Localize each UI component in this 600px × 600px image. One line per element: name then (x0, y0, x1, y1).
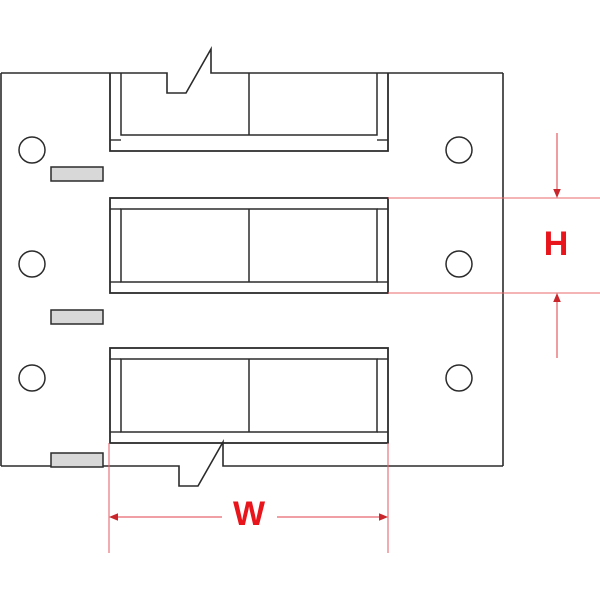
registration-slots-group (50, 166, 104, 468)
registration-slot-3 (50, 452, 104, 468)
break-line-bottom-icon (172, 438, 250, 487)
sprocket-hole-left-1 (18, 136, 46, 164)
sleeve-middle (109, 197, 389, 294)
sprocket-hole-right-1 (445, 136, 473, 164)
sleeve-middle-outer-outline (109, 197, 389, 294)
sprocket-hole-left-3 (18, 364, 46, 392)
width-arrow-left-head-icon (109, 513, 118, 521)
registration-slot-1 (50, 166, 104, 182)
sprocket-hole-left-2 (18, 250, 46, 278)
dimension-label-height: H (544, 225, 569, 263)
dimension-label-width: W (233, 495, 266, 533)
sprocket-holes-group (18, 136, 473, 392)
width-arrow-right-head-icon (379, 513, 388, 521)
carrier-sheet-group (0, 72, 504, 467)
sleeve-bottom-outer-outline (109, 347, 389, 444)
sprocket-hole-right-3 (445, 364, 473, 392)
dimension-height-group: H (388, 133, 600, 358)
break-lines-group (160, 45, 250, 487)
sleeve-top-outer-outline (109, 73, 389, 152)
height-arrow-lower-head-icon (553, 293, 561, 302)
sprocket-hole-right-2 (445, 250, 473, 278)
break-line-top-icon (160, 45, 238, 94)
sleeve-top (109, 73, 389, 152)
registration-slot-2 (50, 309, 104, 325)
sleeve-bottom (109, 347, 389, 444)
dimension-width-group: W (108, 443, 389, 553)
height-arrow-upper-head-icon (553, 189, 561, 198)
